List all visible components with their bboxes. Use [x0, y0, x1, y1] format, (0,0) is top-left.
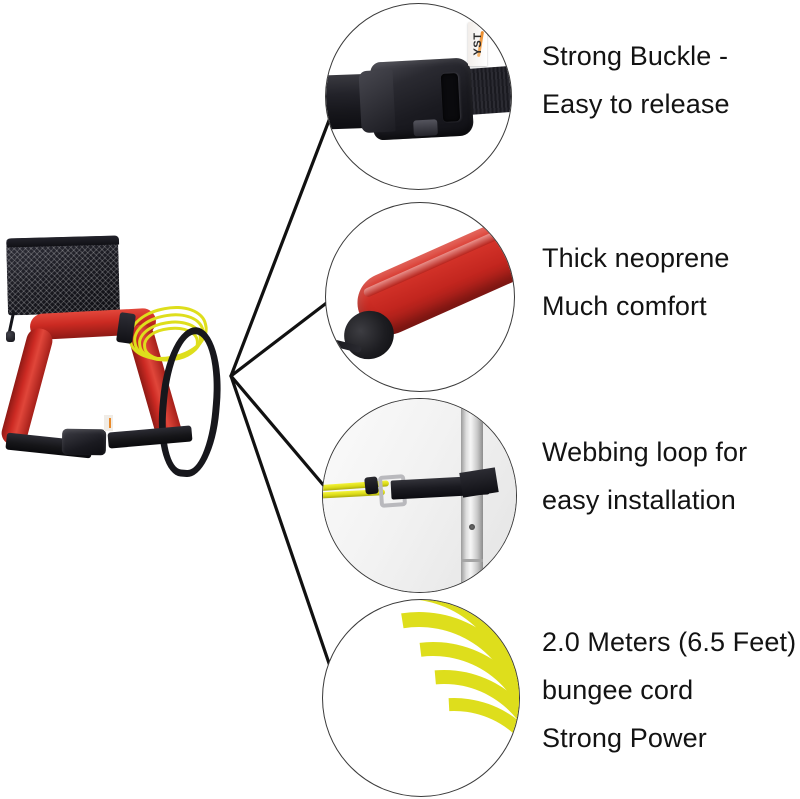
callout-strong-buckle: YST Strong Buckle - Easy to release — [318, 0, 800, 200]
webbing-loop-on-pole-closeup-photo — [322, 398, 517, 593]
callout-thick-neoprene-text: Thick neoprene Much comfort — [542, 234, 730, 330]
bungee-cord-coil-closeup-photo — [322, 599, 520, 797]
callout-line: Thick neoprene — [542, 243, 730, 273]
callout-line: Strong Buckle - — [542, 41, 729, 71]
neoprene-pad-closeup-photo — [325, 202, 515, 392]
callout-line: Webbing loop for — [542, 437, 748, 467]
callout-line: easy installation — [542, 485, 736, 515]
buckle-slot — [440, 73, 461, 122]
yst-tag-text: YST — [471, 32, 484, 56]
callout-line: Easy to release — [542, 89, 730, 119]
buckle-body — [358, 57, 474, 141]
callout-line: bungee cord — [542, 675, 694, 705]
callout-line: 2.0 Meters (6.5 Feet) — [542, 627, 797, 657]
callout-line: Much comfort — [542, 291, 707, 321]
callout-strong-buckle-text: Strong Buckle - Easy to release — [542, 32, 730, 128]
buckle-closeup-photo: YST — [325, 3, 512, 190]
callout-line: Strong Power — [542, 723, 707, 753]
swim-belt-product-photo — [0, 215, 250, 505]
callout-webbing-loop: Webbing loop for easy installation — [318, 395, 800, 595]
buckle-nose — [358, 69, 396, 134]
callout-thick-neoprene: Thick neoprene Much comfort — [318, 196, 800, 396]
pole-joint — [461, 559, 483, 562]
buckle-release-tab — [413, 119, 438, 137]
callout-bungee-cord: 2.0 Meters (6.5 Feet) bungee cord Strong… — [318, 598, 800, 799]
yst-brand-tag: YST — [468, 22, 487, 66]
brand-tag-on-belt — [104, 415, 113, 431]
red-neoprene-belt-left — [0, 325, 56, 449]
pole-screw — [469, 524, 475, 530]
mesh-bag-toggle — [6, 331, 15, 342]
cord-knot — [364, 476, 379, 495]
mesh-carry-bag — [6, 235, 120, 316]
callout-bungee-cord-text: 2.0 Meters (6.5 Feet) bungee cord Strong… — [542, 618, 796, 762]
callout-webbing-loop-text: Webbing loop for easy installation — [542, 428, 747, 524]
belt-buckle — [61, 428, 107, 456]
